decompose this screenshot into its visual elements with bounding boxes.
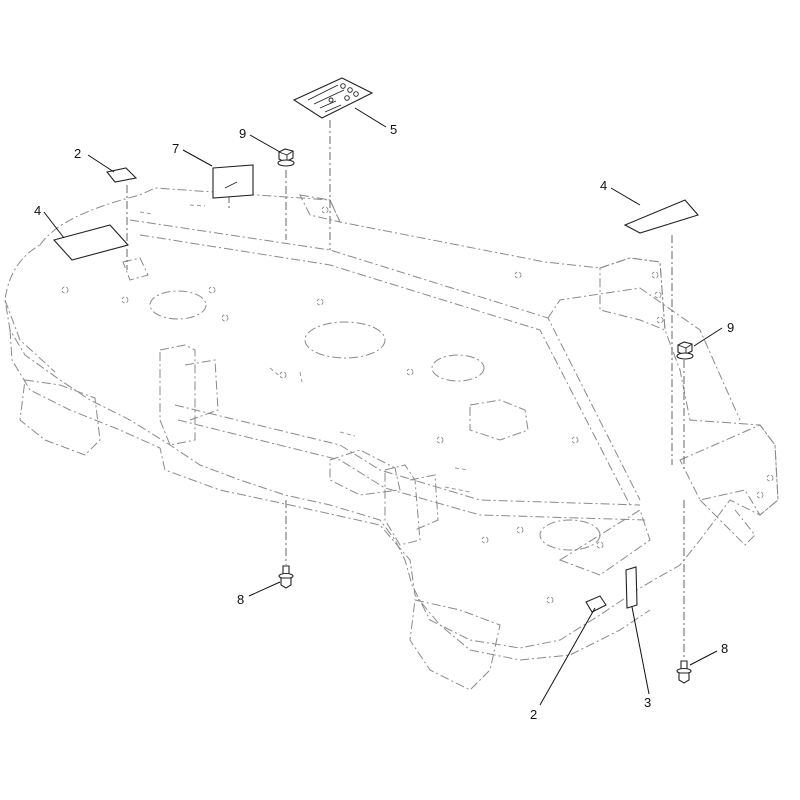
bolt-part-8-left <box>278 565 294 589</box>
callout-8-right: 8 <box>721 641 728 656</box>
callout-9-top: 9 <box>239 126 246 141</box>
callout-4-left: 4 <box>34 203 41 218</box>
callout-2-bottom: 2 <box>530 707 537 722</box>
callout-3: 3 <box>644 695 651 710</box>
assembly-axes <box>126 120 685 660</box>
flange-nut-part-9-top <box>277 148 295 167</box>
leader-lines <box>43 107 723 706</box>
mower-deck-outline <box>4 187 779 691</box>
bolt-part-8-right <box>676 660 692 684</box>
flange-nut-part-9-right <box>676 341 694 360</box>
decal-part-4-right <box>623 199 699 234</box>
callout-8-left: 8 <box>237 592 244 607</box>
decal-part-2-bottom <box>585 595 607 613</box>
decal-part-5 <box>292 77 374 119</box>
callout-7: 7 <box>172 141 179 156</box>
callout-5: 5 <box>390 122 397 137</box>
reflector-part-3 <box>625 566 638 609</box>
callout-2-top: 2 <box>74 146 81 161</box>
decal-part-4-left <box>52 224 130 261</box>
decal-part-2-top <box>106 167 138 183</box>
callout-9-right: 9 <box>727 320 734 335</box>
callout-4-right: 4 <box>600 178 607 193</box>
decal-part-7 <box>212 164 254 199</box>
